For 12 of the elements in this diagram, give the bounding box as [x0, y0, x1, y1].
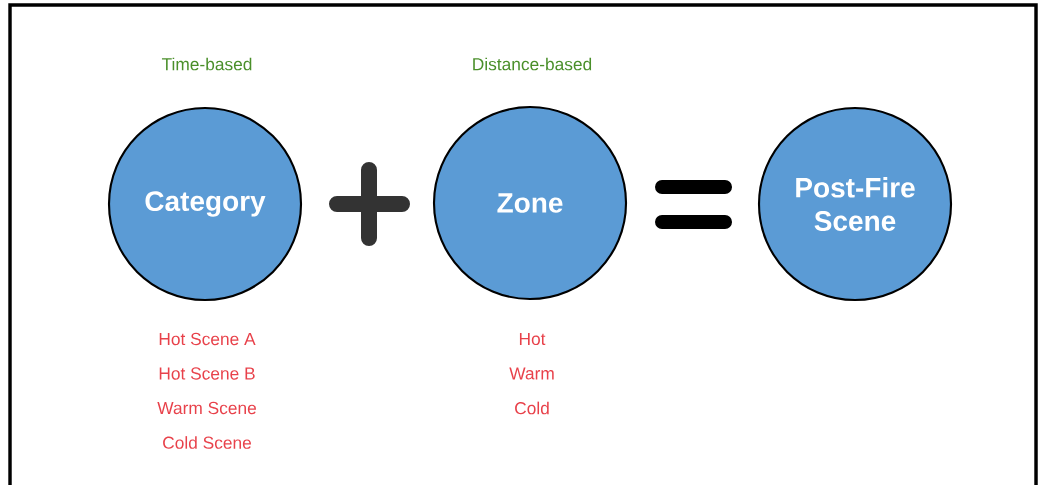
circle-node: Post-Fire Scene: [757, 106, 953, 302]
list-item: Warm: [509, 367, 554, 380]
list-item: Hot Scene A: [159, 332, 256, 346]
list-item: Warm Scene: [157, 401, 256, 415]
list-item: Hot: [519, 332, 546, 346]
list-item: Cold: [515, 401, 549, 415]
category-heading: Distance-based: [473, 57, 592, 71]
list-item: Hot Scene B: [159, 367, 255, 380]
category-heading: Time-based: [161, 57, 252, 71]
list-item: Cold Scene: [163, 436, 251, 449]
circle-node: Category: [107, 106, 303, 302]
circle-node: Zone: [432, 105, 628, 301]
